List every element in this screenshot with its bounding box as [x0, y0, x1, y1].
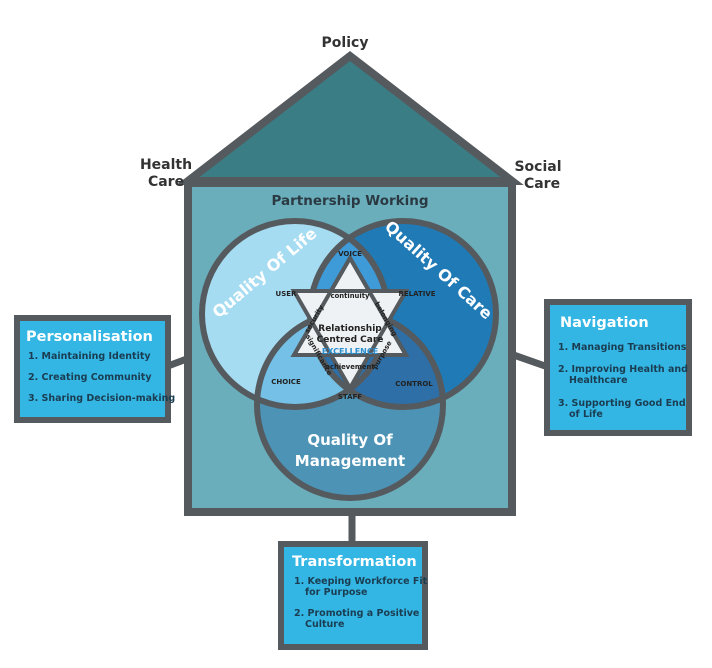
navigation-item: 3. Supporting Good End	[558, 398, 686, 409]
transformation-title: Transformation	[292, 554, 417, 570]
partnership-working-title: Partnership Working	[271, 193, 428, 209]
personalisation-box: Personalisation 1. Maintaining Identity …	[14, 315, 175, 423]
personalisation-item: 2. Creating Community	[28, 372, 152, 383]
navigation-item: 2. Improving Health and	[558, 364, 688, 375]
point-relative: RELATIVE	[398, 290, 435, 298]
policy-label: Policy	[322, 35, 369, 51]
personalisation-title: Personalisation	[26, 329, 153, 345]
navigation-item: 1. Managing Transitions	[558, 342, 687, 353]
star-center-line2: Centred Care	[317, 335, 384, 345]
star-center-line1: Relationship	[318, 324, 382, 334]
point-choice: CHOICE	[271, 378, 301, 386]
edge-achievement: achievement	[325, 363, 375, 371]
personalisation-item: 1. Maintaining Identity	[28, 351, 151, 362]
excellence-label: EXCELLENCE	[322, 347, 378, 356]
house-roof	[176, 50, 524, 185]
point-user: USER	[276, 290, 298, 298]
care-label-right: Care	[524, 176, 560, 192]
transformation-item-cont: Culture	[305, 619, 344, 630]
navigation-box: Navigation 1. Managing Transitions 2. Im…	[544, 299, 692, 436]
navigation-item-cont: Healthcare	[569, 375, 628, 386]
transformation-item: 1. Keeping Workforce Fit	[294, 576, 428, 587]
transformation-item: 2. Promoting a Positive	[294, 608, 419, 619]
transformation-item-cont: for Purpose	[305, 587, 368, 598]
health-label: Health	[140, 157, 192, 173]
point-voice: VOICE	[338, 250, 362, 258]
navigation-item-cont: of Life	[569, 409, 603, 420]
personalisation-item: 3. Sharing Decision-making	[28, 393, 175, 404]
care-label-left: Care	[148, 174, 184, 190]
transformation-box: Transformation 1. Keeping Workforce Fit …	[278, 541, 428, 650]
point-control: CONTROL	[395, 380, 433, 388]
edge-continuity: continuity	[331, 292, 370, 300]
star-triangle-down	[290, 289, 410, 393]
star-triangle-up-outline	[290, 253, 410, 357]
quality-of-management-label-line2: Management	[295, 452, 405, 470]
social-label: Social	[514, 159, 561, 175]
quality-of-management-label-line1: Quality Of	[307, 431, 393, 449]
point-staff: STAFF	[338, 393, 362, 401]
navigation-title: Navigation	[560, 315, 649, 331]
